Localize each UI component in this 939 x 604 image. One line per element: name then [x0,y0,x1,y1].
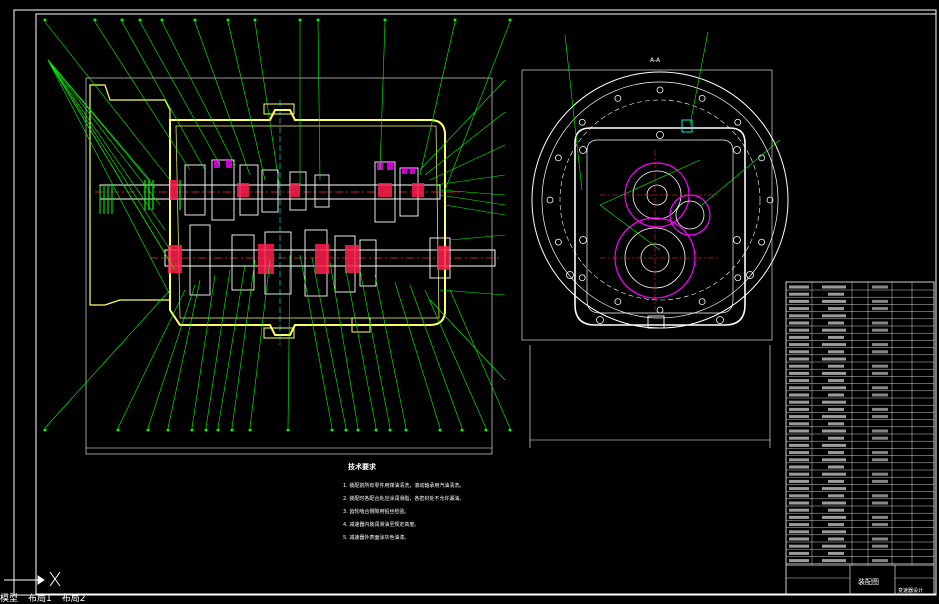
end-view-aa: A-A [521,31,789,448]
note-2: 2. 装配时各配合处应涂润滑脂，各密封处不允许漏油。 [343,496,465,502]
technical-requirements: 技术要求 1. 装配前所有零件用煤油清洗，滚动轴承用汽油清洗。 2. 装配时各配… [340,462,530,547]
note-5: 5. 减速器外表面涂灰色油漆。 [343,535,410,541]
tab-layout2[interactable]: 布局2 [61,594,86,604]
input-spline [99,186,113,214]
bolt-holes [546,86,774,324]
tab-model[interactable]: 模型 [0,594,19,604]
note-1: 1. 装配前所有零件用煤油清洗，滚动轴承用汽油清洗。 [343,483,465,489]
tab-layout1[interactable]: 布局1 [28,594,52,604]
note-3: 3. 齿轮啮合侧隙用铅丝检验。 [343,509,410,515]
ucs-icon [4,571,61,587]
end-view-dimension-frame [521,69,773,341]
green-hatching [144,180,181,210]
notes-title: 技术要求 [348,463,376,471]
output-shaft [164,249,496,267]
note-4: 4. 减速器内装润滑油至规定高度。 [343,522,420,528]
parts-list-table: 装配图 变速器设计 [785,281,935,595]
drawing-school: 变速器设计 [898,587,923,594]
bearings [168,180,449,274]
gearbox-casing [169,109,446,336]
drawing-name: 装配图 [858,577,879,586]
section-label: A-A [650,57,661,64]
end-housing [574,127,746,326]
inner-border [35,13,937,595]
leader-lines [43,18,512,432]
layout-tabs: 模型 布局1 布局2 [0,594,200,604]
main-section-view [43,18,512,455]
